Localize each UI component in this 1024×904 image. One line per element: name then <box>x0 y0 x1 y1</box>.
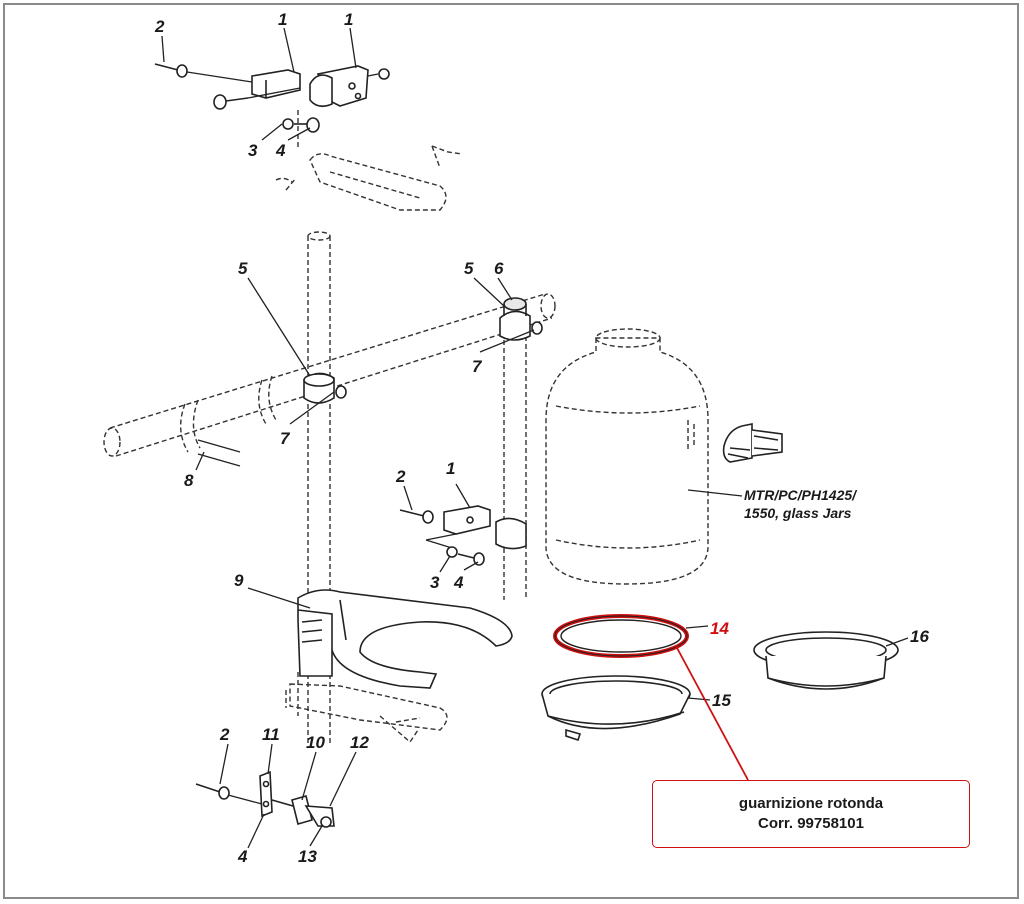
jar-holder <box>297 589 513 689</box>
top-screw <box>154 63 253 83</box>
label-jar-holder: 9 <box>234 571 244 590</box>
label-clamp-left: 5 <box>238 259 248 278</box>
top-nut <box>378 68 390 80</box>
label-arm-tube: 8 <box>184 471 194 490</box>
label-top-washer: 3 <box>248 141 258 160</box>
clamp-left <box>303 372 347 404</box>
bottom-plate-part <box>259 770 273 818</box>
leader-lines <box>161 27 909 849</box>
label-bottom-nut: 13 <box>298 847 317 866</box>
label-mid-washer: 3 <box>430 573 440 592</box>
main-pole <box>307 231 331 745</box>
diagram-frame <box>3 3 1019 899</box>
label-clamp-right: 5 <box>464 259 474 278</box>
jar-note: MTR/PC/PH1425/ 1550, glass Jars <box>744 487 858 521</box>
right-pole <box>503 336 527 600</box>
label-top-screw: 2 <box>154 17 165 36</box>
top-bracket-assembly <box>154 63 463 211</box>
label-collar: 16 <box>910 627 929 646</box>
label-bottom-plate: 11 <box>262 725 280 744</box>
gasket-ring <box>553 614 689 658</box>
gasket-callout-box: guarnizione rotonda Corr. 99758101 <box>652 780 970 848</box>
label-mid-bracket: 1 <box>446 459 455 478</box>
callout-line2: Corr. 99758101 <box>758 815 864 832</box>
label-top-bolt: 4 <box>275 141 286 160</box>
label-top-bracket-a: 1 <box>278 10 287 29</box>
label-top-bracket-b: 1 <box>344 10 353 29</box>
label-cap: 6 <box>494 259 504 278</box>
glass-jar <box>545 328 709 585</box>
label-bottom-link: 12 <box>350 733 369 752</box>
collar <box>753 631 899 690</box>
lower-phantom-clamp <box>285 672 448 744</box>
label-bottom-rod: 10 <box>306 733 325 752</box>
label-knob-left: 7 <box>280 429 291 448</box>
clamp-right <box>499 297 543 341</box>
top-washer-part <box>282 118 294 130</box>
clamp-ring <box>541 675 691 742</box>
label-gasket: 14 <box>710 619 729 638</box>
jar-note-line1: MTR/PC/PH1425/ <box>744 487 858 503</box>
label-bottom-screw: 2 <box>219 725 230 744</box>
jar-note-line2: 1550, glass Jars <box>744 505 852 521</box>
label-bottom-bolt: 4 <box>237 847 248 866</box>
callout-line1: guarnizione rotonda <box>738 795 884 812</box>
part-labels: 2 1 1 3 4 5 5 6 7 7 8 2 1 3 4 9 14 15 16… <box>154 10 929 866</box>
bottom-assembly <box>195 770 335 828</box>
mid-bracket-assembly <box>399 505 527 566</box>
top-side-bolt <box>213 87 301 110</box>
label-knob-right: 7 <box>472 357 483 376</box>
label-mid-screw: 2 <box>395 467 406 486</box>
label-mid-bolt: 4 <box>453 573 464 592</box>
label-ring: 15 <box>712 691 731 710</box>
jar-spout <box>722 423 783 463</box>
top-bracket-left <box>251 69 301 99</box>
